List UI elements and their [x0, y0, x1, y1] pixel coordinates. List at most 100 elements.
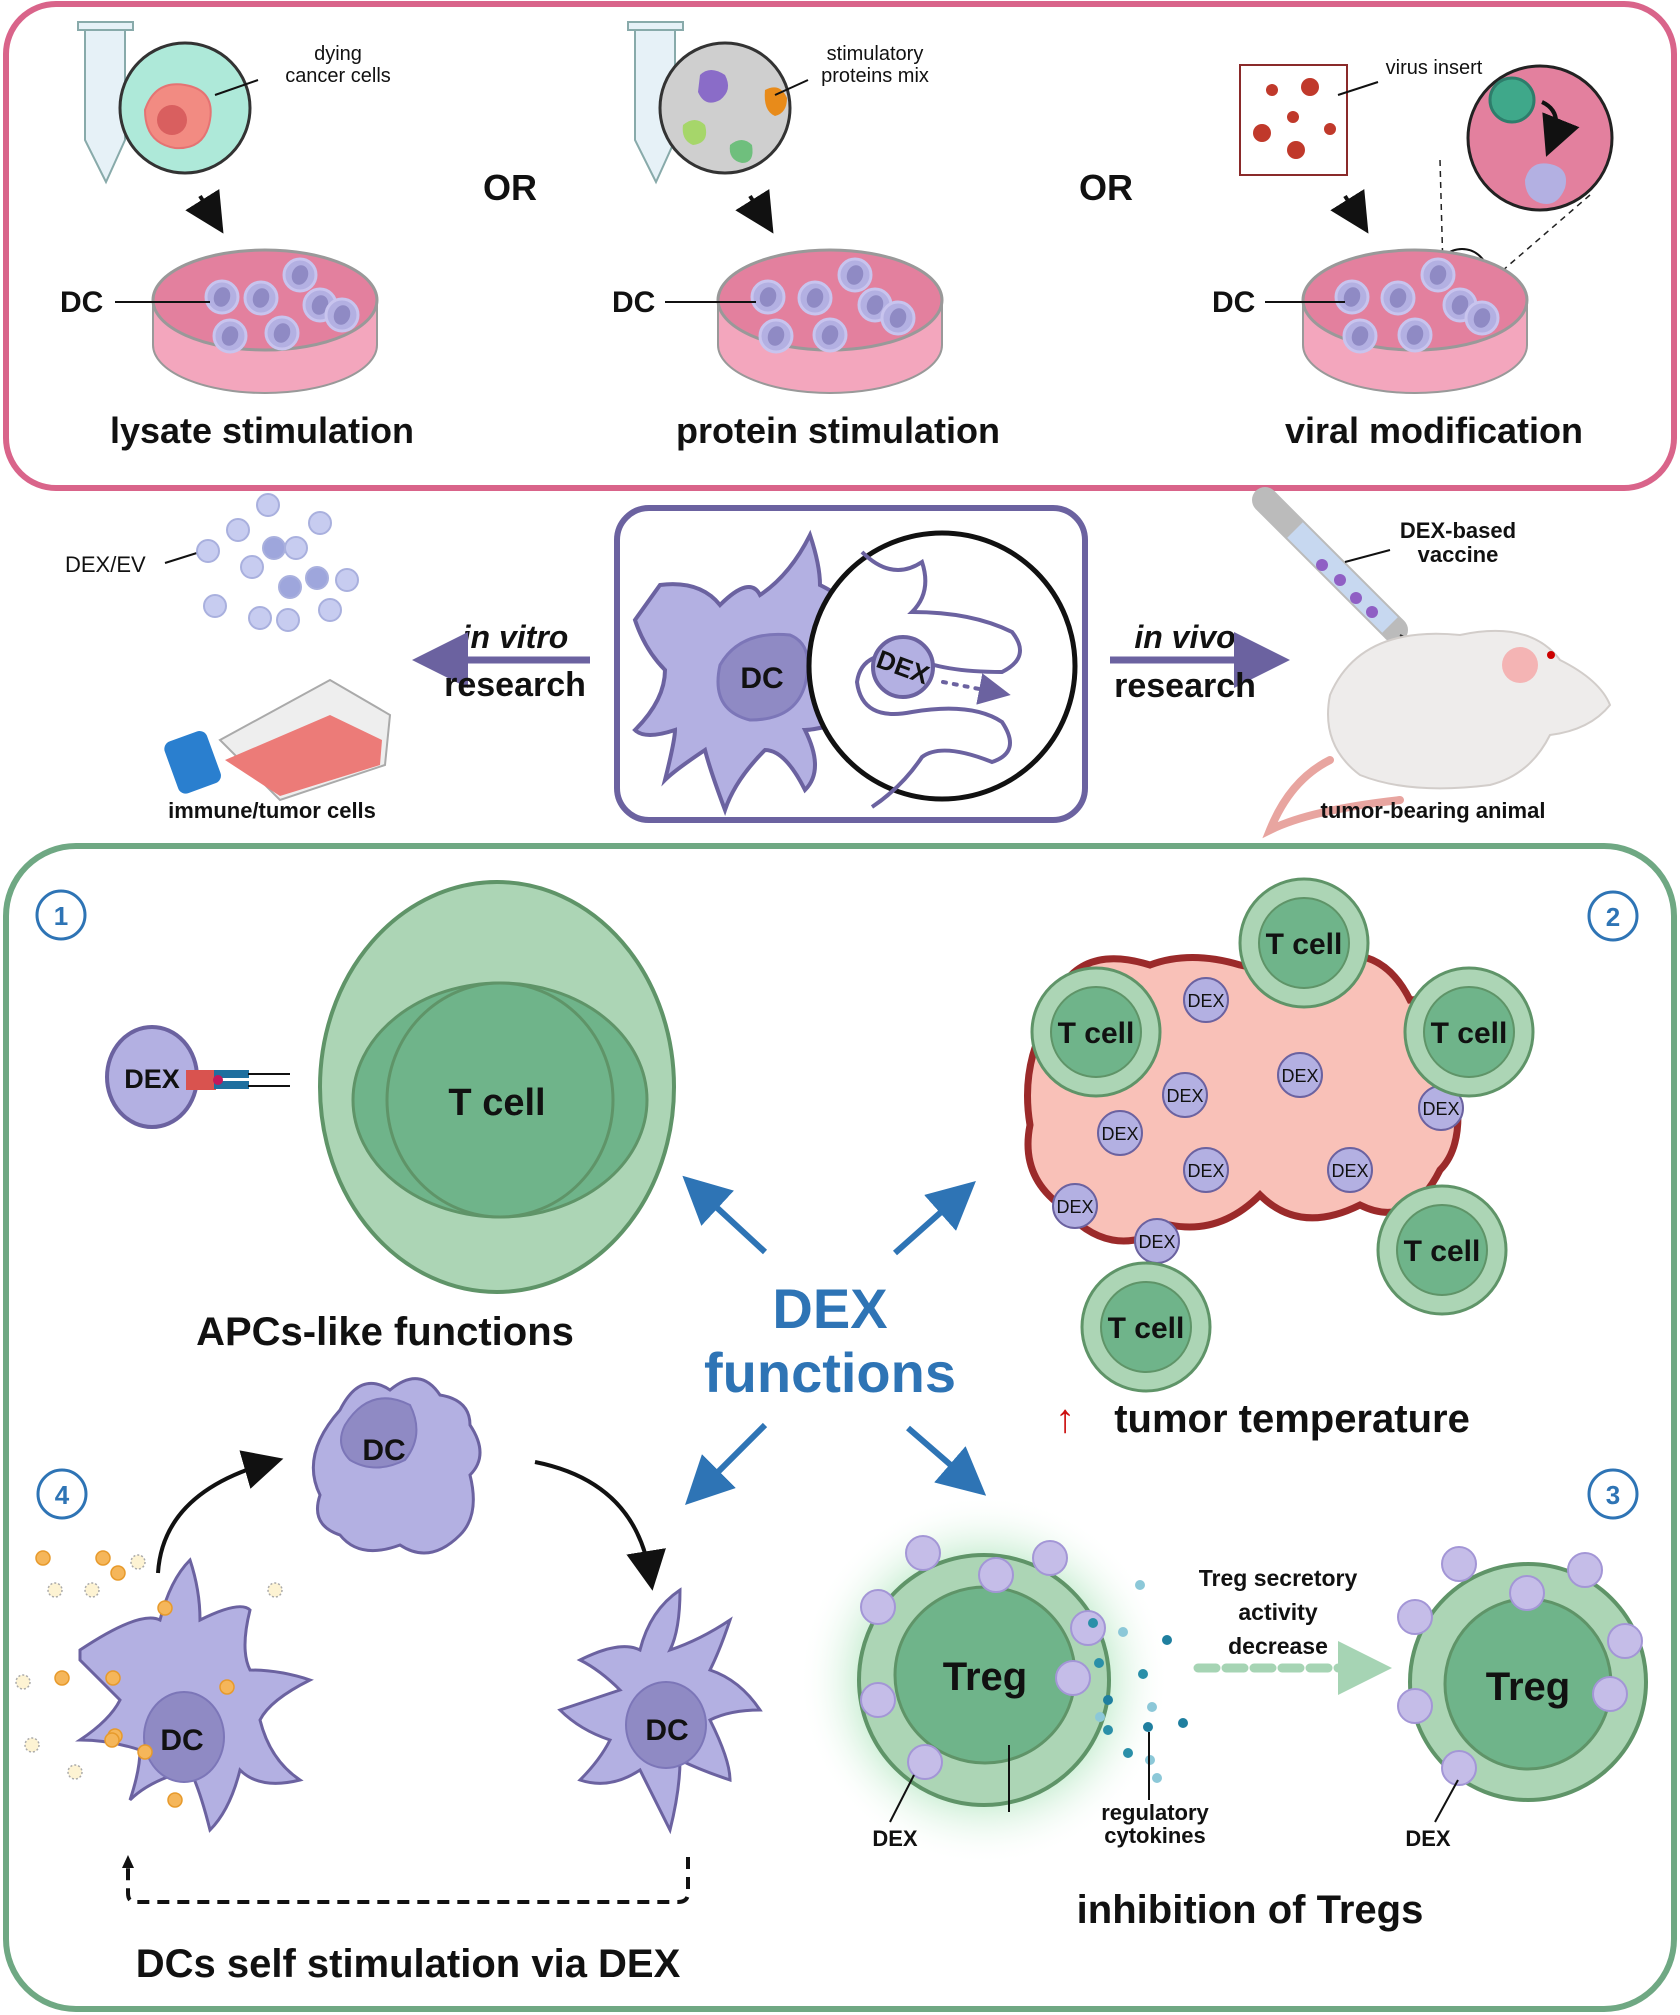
t-cell-label: T cell: [448, 1082, 545, 1124]
dex-functions-title-2: functions: [704, 1341, 956, 1404]
petri-dish-icon: [716, 248, 944, 394]
treg-label: Treg: [943, 1655, 1027, 1699]
cytokine-dot: [1103, 1725, 1113, 1735]
dex-vesicle-icon: DEX: [1277, 1052, 1323, 1098]
cytokine-dots: [1088, 1580, 1188, 1783]
dex-label: DEX: [1405, 1826, 1451, 1851]
dex-dot: [157, 1600, 173, 1616]
dex-vesicle-icon: DEX: [1327, 1147, 1373, 1193]
section-number-badge: [36, 1468, 88, 1520]
method-title: viral modification: [1285, 410, 1583, 451]
dex-dot: [104, 1732, 120, 1748]
cytokine-dot: [1123, 1748, 1133, 1758]
process-label-2: activity: [1238, 1599, 1317, 1625]
dex-ev-label: DEX/EV: [65, 552, 146, 577]
treg-label: Treg: [1486, 1665, 1570, 1709]
t-cell-label: T cell: [1404, 1235, 1481, 1268]
dex-label: DEX: [1166, 1086, 1203, 1106]
dc-exosome-release-box: DC DEX: [614, 505, 1088, 823]
section-number-badge: [1587, 890, 1639, 942]
cytokine-dot: [1095, 1712, 1105, 1722]
up-arrow-icon: ↑: [1055, 1397, 1075, 1441]
process-label-3: decrease: [1228, 1633, 1328, 1659]
flask-label: immune/tumor cells: [168, 798, 376, 823]
dex-vesicle-icon: [871, 635, 935, 699]
section-apc-like: 1 T cell DEX APCs-like functions: [35, 880, 676, 1354]
tumor-t-cells: T cell T cell T cell T cell T cell: [1030, 877, 1535, 1393]
virus-icons: [1253, 78, 1336, 159]
dc-label: DC: [612, 286, 655, 319]
dc-label: DC: [362, 1434, 405, 1467]
dex-dot: [110, 1565, 126, 1581]
down-arrow-icon: [1330, 189, 1369, 234]
vesicle-dot: [84, 1582, 100, 1598]
cytokine-dot: [1135, 1580, 1145, 1590]
cytokine-dot: [1103, 1695, 1113, 1705]
section-dc-self-stimulation: 4 DC DC DC DCs self stimulation via DEX: [15, 1377, 763, 1986]
dc-cell-top: DC: [311, 1377, 482, 1555]
dc-label: DC: [740, 662, 783, 695]
vesicle-dot: [47, 1582, 63, 1598]
t-cell-icon: T cell: [1403, 966, 1535, 1098]
dex-functions-title-1: DEX: [772, 1277, 887, 1340]
t-cell-label: T cell: [1431, 1017, 1508, 1050]
method-viral: virus insert DC viral modification: [1212, 57, 1614, 451]
dex-vesicle-icon: DEX: [1097, 1110, 1143, 1156]
t-cell-label: T cell: [1058, 1017, 1135, 1050]
mhc-tcr-complex-icon: [186, 1070, 290, 1090]
cytokine-dot: [1143, 1722, 1153, 1732]
dex-vesicle-icon: DEX: [1183, 1147, 1229, 1193]
in-vitro-label: in vitro: [462, 619, 569, 655]
vesicle-dot: [267, 1582, 283, 1598]
t-cell-icon: T cell: [1030, 966, 1162, 1098]
research-label: research: [1114, 667, 1256, 705]
dex-dot: [54, 1670, 70, 1686]
dex-vesicle-icon: DEX: [1418, 1085, 1464, 1131]
dex-vesicle-icon: DEX: [1162, 1072, 1208, 1118]
dex-label: DEX: [1331, 1161, 1368, 1181]
in-vitro-section: DEX/EV immune/tumor cells in vitro resea…: [65, 493, 590, 823]
t-cell-label: T cell: [1108, 1312, 1185, 1345]
dex-vesicle-icon: DEX: [1052, 1183, 1098, 1229]
svg-text:2: 2: [1606, 902, 1620, 932]
dex-label: DEX: [1187, 1161, 1224, 1181]
t-cell-nucleus: [385, 981, 615, 1219]
arrow-to-section-3-icon: [906, 1425, 987, 1496]
svg-text:4: 4: [55, 1480, 70, 1510]
dex-dot: [35, 1550, 51, 1566]
feedback-dashed-arrow: [126, 1857, 690, 1904]
dex-vesicle-icon: DEX: [1134, 1218, 1180, 1264]
petri-dish-icon: [151, 248, 379, 394]
dex-label: DEX: [1281, 1066, 1318, 1086]
t-cell-label: T cell: [1266, 928, 1343, 961]
inset-label: virus insert: [1386, 57, 1483, 79]
section-number-badge: [35, 889, 87, 941]
dex-vesicles-icon: [196, 493, 359, 632]
vesicle-dot: [24, 1737, 40, 1753]
dc-cell-right: DC: [557, 1587, 763, 1835]
cytokine-dot: [1178, 1718, 1188, 1728]
dex-dot: [219, 1679, 235, 1695]
cytokine-dot: [1147, 1702, 1157, 1712]
dc-cell-left: DC: [75, 1557, 314, 1833]
dex-vesicle-icon: DEX: [1183, 977, 1229, 1023]
vaccine-label-2: vaccine: [1418, 542, 1499, 567]
animal-label: tumor-bearing animal: [1321, 798, 1546, 823]
dex-label: DEX: [1056, 1197, 1093, 1217]
cytokine-dot: [1094, 1658, 1104, 1668]
dc-label: DC: [60, 286, 103, 319]
dex-label: DEX: [124, 1064, 180, 1094]
release-arrow-icon: [941, 673, 1011, 705]
dex-label: DEX: [1422, 1099, 1459, 1119]
cytokine-label-1: regulatory: [1101, 1800, 1209, 1825]
mouse-icon: [1262, 629, 1612, 839]
dex-label: DEX: [1101, 1124, 1138, 1144]
t-cell-icon: T cell: [1376, 1184, 1508, 1316]
petri-dish-icon: [1301, 248, 1529, 394]
cytokine-label-2: cytokines: [1104, 1823, 1206, 1848]
